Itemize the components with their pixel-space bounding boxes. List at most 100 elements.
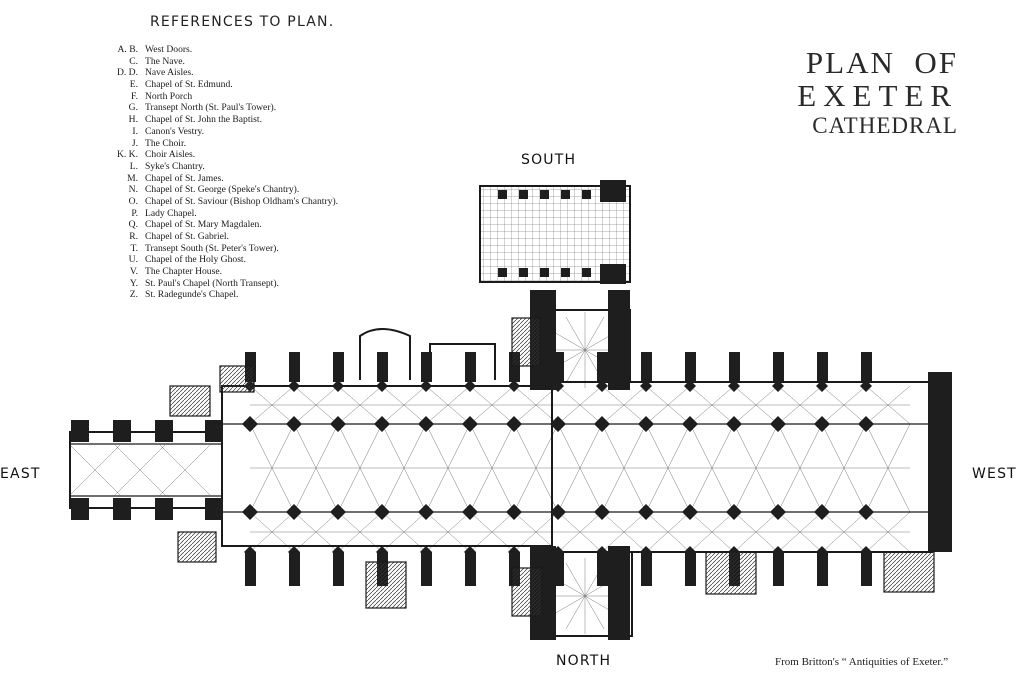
source-credit: From Britton's “ Antiquities of Exeter.” — [775, 656, 949, 668]
reference-item: P.Lady Chapel. — [100, 208, 338, 220]
vault-rib — [799, 467, 823, 513]
vault-rib — [293, 531, 317, 553]
vault-rib — [403, 385, 427, 406]
vault-rib — [821, 423, 845, 469]
title-line-2: EXETER — [797, 78, 958, 113]
reference-letter: O. — [128, 195, 138, 207]
vault-rib — [315, 467, 339, 513]
wall-pier — [816, 380, 828, 392]
vault-rib — [557, 531, 581, 553]
vault-rib — [667, 531, 691, 553]
vault-rib — [667, 423, 691, 469]
vault-rib — [271, 385, 295, 406]
arcade-pier — [418, 504, 434, 520]
reference-item: O.Chapel of St. Saviour (Bishop Oldham's… — [100, 196, 338, 208]
vault-rib — [337, 467, 361, 513]
transept-rib — [584, 595, 605, 630]
vault-rib — [359, 467, 383, 513]
chapter-house-buttress — [498, 190, 507, 199]
piers — [242, 380, 874, 558]
transept-rib — [565, 595, 586, 630]
reference-item: I.Canon's Vestry. — [100, 126, 338, 138]
vault-rib — [557, 423, 581, 469]
chapter-house-buttress — [540, 268, 549, 277]
wall-pier — [596, 546, 608, 558]
reference-letter: U. — [128, 254, 138, 266]
arcade-pier — [462, 504, 478, 520]
vault-rib — [887, 467, 911, 513]
wall-pier — [640, 546, 652, 558]
vault-rib — [645, 423, 669, 469]
reference-text: Chapel of St. Mary Magdalen. — [145, 219, 262, 231]
vault-rib — [249, 467, 273, 513]
reference-text: Choir Aisles. — [145, 149, 196, 161]
vault-rib — [159, 444, 186, 471]
vault-rib — [887, 404, 911, 425]
lady-chapel-buttress — [205, 498, 223, 520]
arcade-pier — [726, 504, 742, 520]
buttress — [421, 352, 432, 382]
arcade-pier — [330, 504, 346, 520]
chapter-house-buttress — [582, 268, 591, 277]
arcade-pier — [550, 504, 566, 520]
vault-rib — [447, 385, 471, 406]
buttress — [553, 352, 564, 382]
reference-letter: K. K. — [116, 149, 138, 161]
arcade-pier — [594, 416, 610, 432]
chapter-house-buttress — [582, 190, 591, 199]
chapter-house-buttress — [498, 268, 507, 277]
reference-text: West Doors. — [145, 44, 193, 55]
vault-rib — [535, 467, 559, 513]
reference-item: H.Chapel of St. John the Baptist. — [100, 114, 338, 126]
buttress — [641, 352, 652, 382]
reference-letter: I. — [132, 125, 138, 137]
reference-text: North Porch — [145, 90, 193, 102]
vault-rib — [887, 423, 911, 469]
vault-rib — [249, 423, 273, 469]
vault-rib — [337, 385, 361, 406]
reference-item: Q. Chapel of St. Mary Magdalen. — [100, 219, 338, 231]
wall-pier — [684, 380, 696, 392]
references-list: A. B.West Doors. C.The Nave. D. D.Nave A… — [100, 44, 338, 301]
buttress — [597, 352, 608, 382]
vault-rib — [777, 423, 801, 469]
vault-rib — [821, 385, 845, 406]
transept-rib — [551, 595, 586, 616]
arcade-pier — [770, 416, 786, 432]
wall-pier — [464, 380, 476, 392]
vault-rib — [447, 531, 471, 553]
wall-pier — [816, 546, 828, 558]
wall-pier — [332, 546, 344, 558]
vault-rib — [403, 531, 427, 553]
lady-chapel-buttress — [155, 420, 173, 442]
vault-rib — [755, 385, 779, 406]
arcade-pier — [286, 504, 302, 520]
vault-rib — [689, 531, 713, 553]
reference-letter: Q. — [128, 219, 138, 231]
buttress — [729, 352, 740, 382]
vault-rib — [689, 385, 713, 406]
vault-rib — [337, 531, 361, 553]
vault-rib — [139, 444, 166, 471]
vault-rib — [513, 531, 537, 553]
vault-rib — [777, 531, 801, 553]
vault-rib — [557, 385, 581, 406]
arcade-pier — [638, 504, 654, 520]
vault-rib — [865, 531, 889, 553]
reference-item: T.Transept South (St. Peter's Tower). — [100, 243, 338, 255]
arcade-pier — [506, 504, 522, 520]
buttress — [817, 352, 828, 382]
reference-text: The Chapter House. — [145, 266, 222, 278]
arcade-pier — [682, 416, 698, 432]
vault-rib — [271, 467, 295, 513]
vault-rib — [315, 423, 339, 469]
transept-rib — [584, 316, 605, 351]
wall-pier — [376, 380, 388, 392]
vault-rib — [601, 467, 625, 513]
arcade-pier — [770, 504, 786, 520]
arcade-pier — [814, 416, 830, 432]
reference-letter: A. B. — [117, 44, 138, 55]
reference-letter: J. — [131, 137, 138, 149]
buttress — [861, 352, 872, 382]
